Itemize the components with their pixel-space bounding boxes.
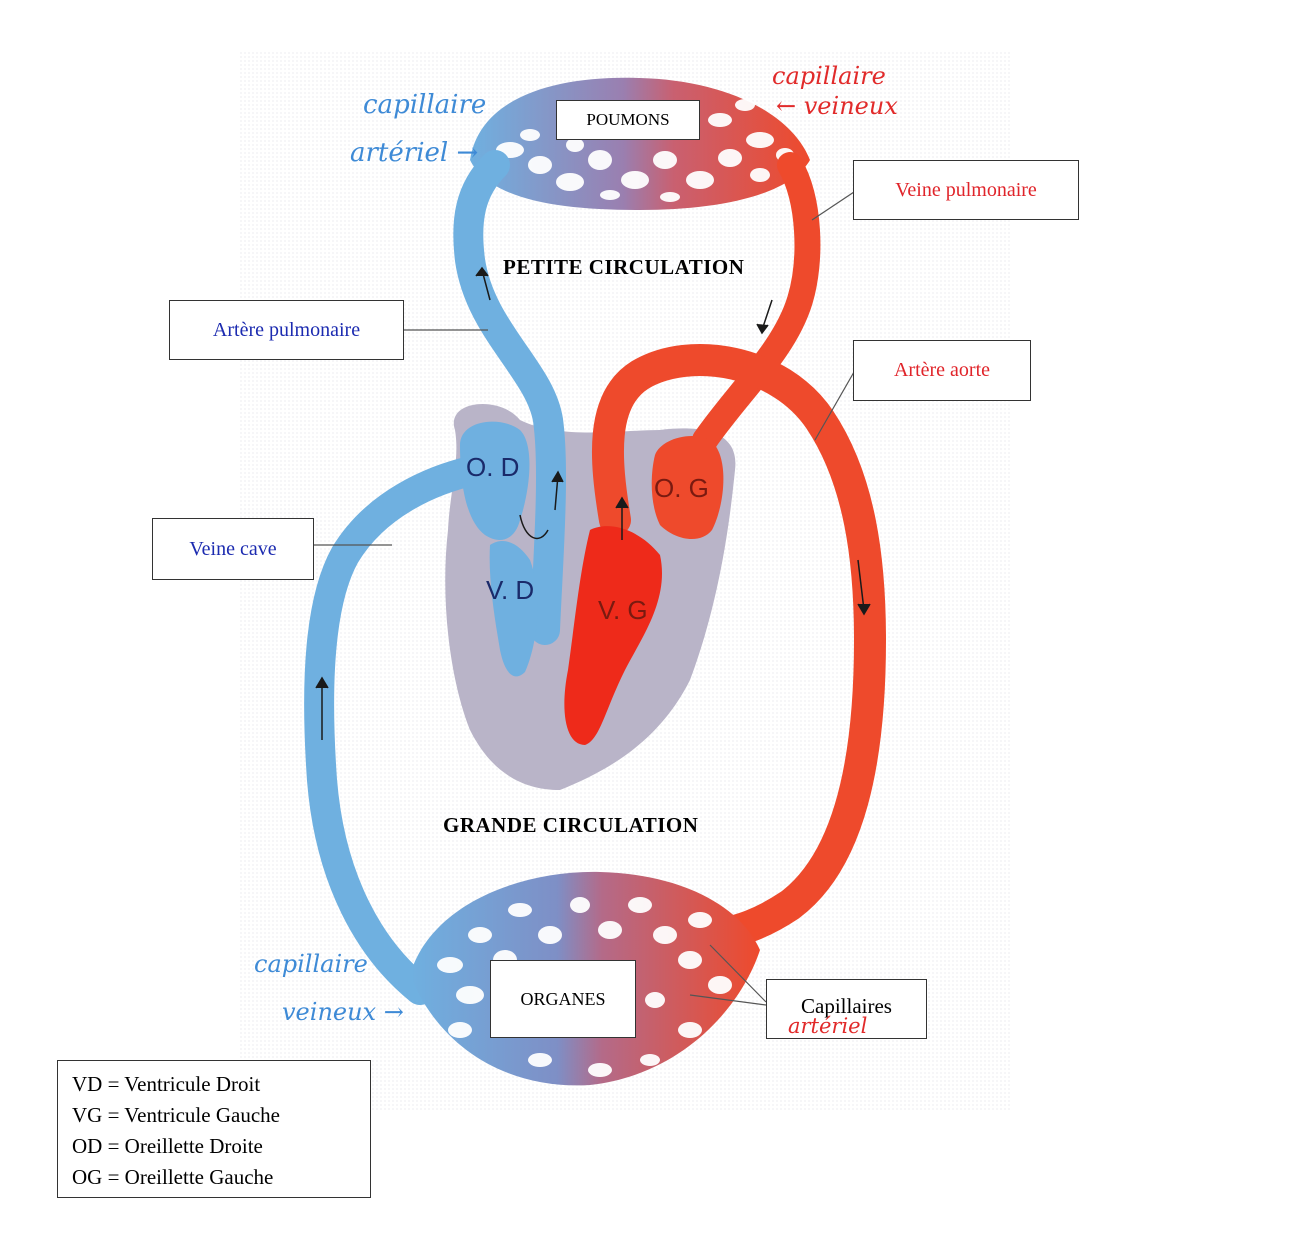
veine-pulmonaire-label: Veine pulmonaire: [853, 160, 1079, 220]
od-chamber-label: O. D: [466, 452, 520, 482]
handwritten-capillaire-veineux-bottom-2: veineux →: [282, 1000, 404, 1024]
handwritten-arteriel-top-text: artériel: [350, 138, 449, 168]
vd-chamber-label: V. D: [486, 575, 535, 605]
handwritten-capillaire-veineux-bottom-1: capillaire: [254, 950, 368, 978]
left-ventricle: [564, 526, 662, 745]
organes-label: ORGANES: [490, 960, 636, 1038]
handwritten-capillaire-veineux-top-2: ← veineux: [776, 94, 898, 118]
veine-cave-text: Veine cave: [189, 537, 277, 560]
capillaires-text: Capillaires: [801, 994, 892, 1018]
leader-lines: [314, 191, 855, 1006]
right-atrium: [460, 421, 530, 540]
flow-arrows: [315, 266, 871, 740]
legend-item: OD = Oreillette Droite: [72, 1134, 263, 1158]
hand-arrow-icon: →: [383, 998, 404, 1026]
legend-box: VD = Ventricule Droit VG = Ventricule Ga…: [57, 1060, 371, 1198]
blue-vessels: [304, 150, 566, 1005]
organes-text: ORGANES: [520, 988, 606, 1009]
veine-pulmonaire-text: Veine pulmonaire: [895, 178, 1037, 201]
right-ventricle: [489, 540, 538, 677]
artere-aorte-label: Artère aorte: [853, 340, 1031, 401]
veine-cave-label: Veine cave: [152, 518, 314, 580]
artere-pulmonaire-label: Artère pulmonaire: [169, 300, 404, 360]
capillaires-label: Capillaires: [766, 979, 927, 1039]
handwritten-veineux-top-text: veineux: [803, 92, 898, 120]
og-chamber-label: O. G: [654, 473, 709, 503]
handwritten-capillaire-arteriel-top-1: capillaire: [363, 90, 487, 120]
handwritten-capillaire-arteriel-top-2: artériel →: [350, 140, 478, 166]
grande-circulation-title: GRANDE CIRCULATION: [443, 813, 699, 837]
hand-arrow-icon: →: [456, 138, 479, 168]
artere-aorte-text: Artère aorte: [893, 359, 991, 381]
lung-capillary-network: [470, 77, 810, 210]
left-atrium: [651, 435, 724, 540]
handwritten-arteriel-bottom: artériel: [788, 1014, 868, 1038]
hand-arrow-icon: ←: [776, 92, 797, 120]
handwritten-veineux-bottom-text: veineux: [282, 998, 377, 1026]
vg-chamber-label: V. G: [598, 595, 648, 625]
poumons-text: POUMONS: [586, 110, 670, 129]
artere-pulmonaire-text: Artère pulmonaire: [212, 318, 361, 341]
red-vessels: [591, 152, 887, 951]
petite-circulation-title: PETITE CIRCULATION: [503, 255, 745, 279]
legend-item: VD = Ventricule Droit: [72, 1072, 261, 1096]
handwritten-capillaire-veineux-top-1: capillaire: [772, 62, 886, 90]
legend-item: VG = Ventricule Gauche: [72, 1103, 280, 1127]
poumons-label: POUMONS: [556, 100, 700, 140]
legend-item: OG = Oreillette Gauche: [72, 1165, 274, 1189]
